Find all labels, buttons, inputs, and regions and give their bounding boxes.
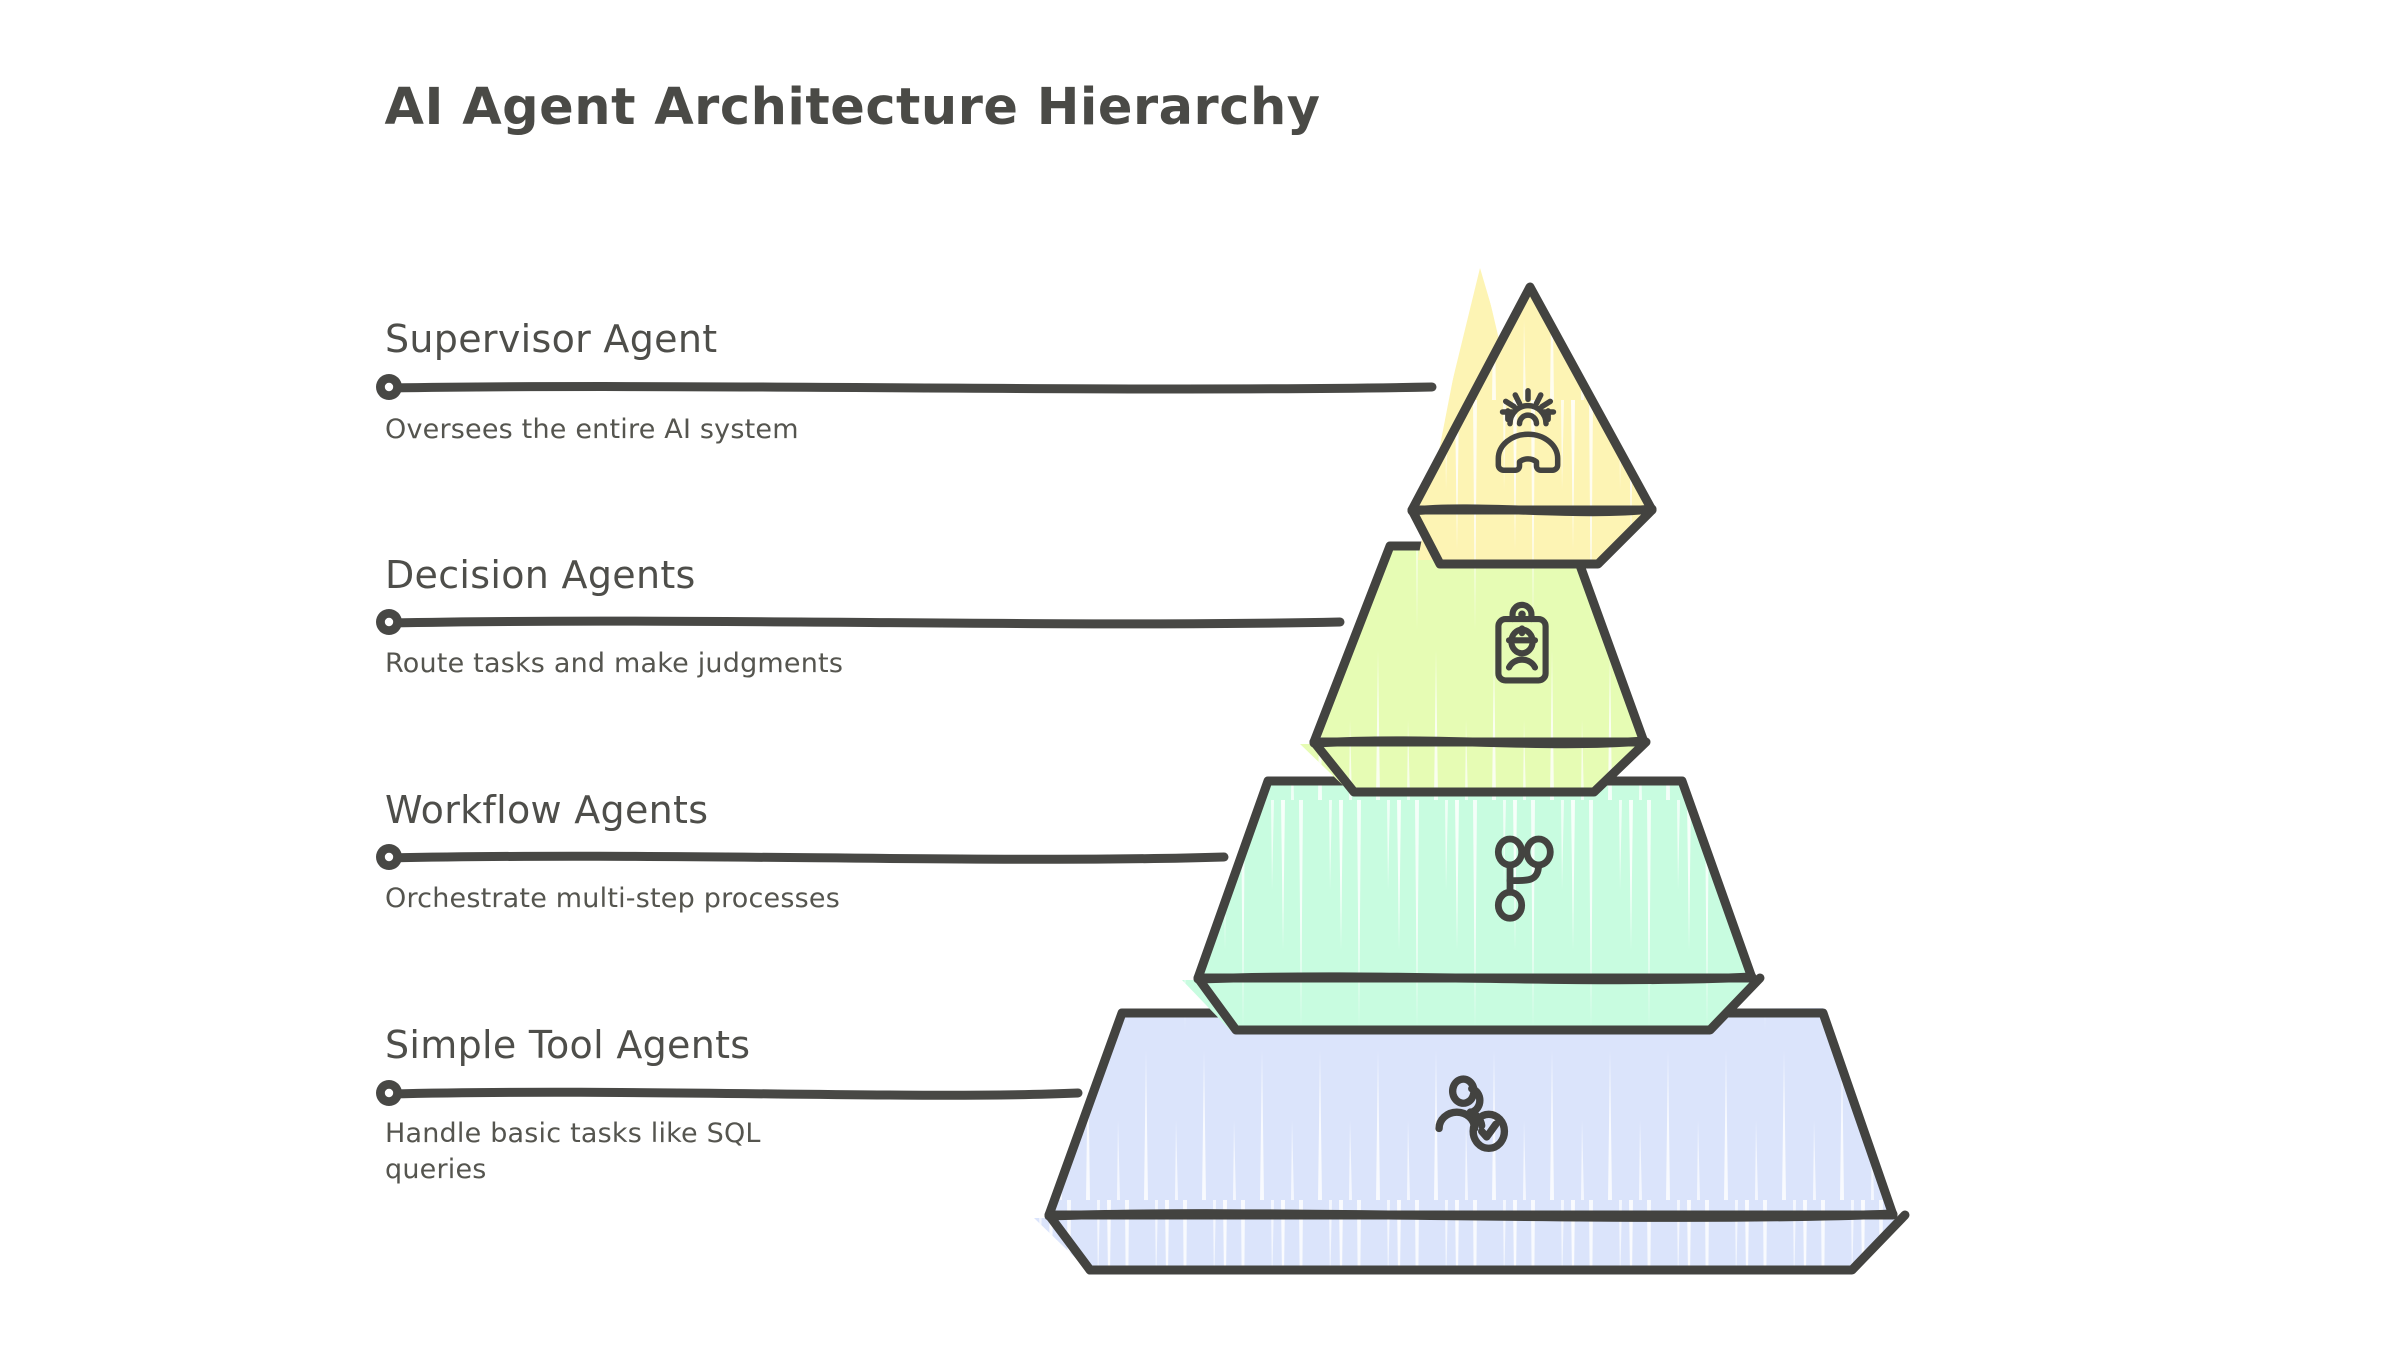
level-2-description: Route tasks and make judgments bbox=[385, 648, 843, 679]
connector-line-2 bbox=[385, 616, 1345, 629]
connector-level-4 bbox=[376, 1080, 1083, 1106]
level-4-description-line-1: Handle basic tasks like SQL bbox=[385, 1118, 761, 1149]
level-2-base-texture bbox=[1300, 744, 1644, 794]
page-title: AI Agent Architecture Hierarchy bbox=[0, 78, 2401, 137]
connector-dot-4-center bbox=[384, 1088, 394, 1098]
users-check-icon bbox=[1435, 1075, 1509, 1153]
level-2-label: Decision Agents bbox=[385, 553, 696, 597]
level-1-description: Oversees the entire AI system bbox=[385, 414, 799, 445]
level-1-base-top-edge bbox=[1407, 504, 1657, 517]
pyramid-level-2[interactable] bbox=[1300, 541, 1651, 797]
level-2-base-outline bbox=[1309, 737, 1651, 797]
user-cog-icon bbox=[1495, 388, 1561, 474]
level-3-body-texture bbox=[1198, 781, 1752, 978]
pyramid-level-1[interactable] bbox=[1398, 268, 1657, 569]
connector-level-3 bbox=[376, 844, 1229, 870]
level-4-base-texture bbox=[1034, 1218, 1905, 1272]
connector-line-1 bbox=[385, 382, 1437, 394]
level-3-base-top-edge bbox=[1193, 972, 1757, 985]
level-1-label: Supervisor Agent bbox=[385, 317, 717, 361]
connector-level-1 bbox=[376, 374, 1437, 400]
level-1-base-outline bbox=[1407, 505, 1657, 569]
level-1-body-texture bbox=[1412, 287, 1652, 510]
level-4-base-outline bbox=[1044, 1210, 1910, 1275]
connector-dot-3-center bbox=[384, 852, 394, 862]
connector-dot-2-center bbox=[384, 617, 394, 627]
level-3-label: Workflow Agents bbox=[385, 788, 708, 832]
level-3-base-outline bbox=[1193, 973, 1765, 1035]
level-3-base-texture bbox=[1182, 980, 1762, 1032]
level-4-description-line-2: queries bbox=[385, 1154, 487, 1185]
page-title-text: AI Agent Architecture Hierarchy bbox=[384, 78, 1321, 137]
connector-line-4 bbox=[385, 1087, 1083, 1100]
level-4-label: Simple Tool Agents bbox=[385, 1023, 750, 1067]
pyramid-level-4[interactable] bbox=[1028, 1008, 1910, 1275]
level-2-base-top-edge bbox=[1309, 736, 1649, 749]
connector-line-3 bbox=[385, 851, 1229, 864]
git-branch-icon bbox=[1494, 835, 1554, 922]
connector-level-2 bbox=[376, 609, 1345, 635]
level-1-base-texture bbox=[1412, 512, 1650, 566]
level-3-description: Orchestrate multi-step processes bbox=[385, 883, 840, 914]
level-2-body-texture bbox=[1314, 546, 1644, 742]
id-badge-person-icon bbox=[1495, 601, 1549, 684]
level-4-base-top-edge bbox=[1044, 1209, 1898, 1222]
pyramid-level-3[interactable] bbox=[1182, 776, 1765, 1035]
connector-dot-1-center bbox=[384, 382, 394, 392]
